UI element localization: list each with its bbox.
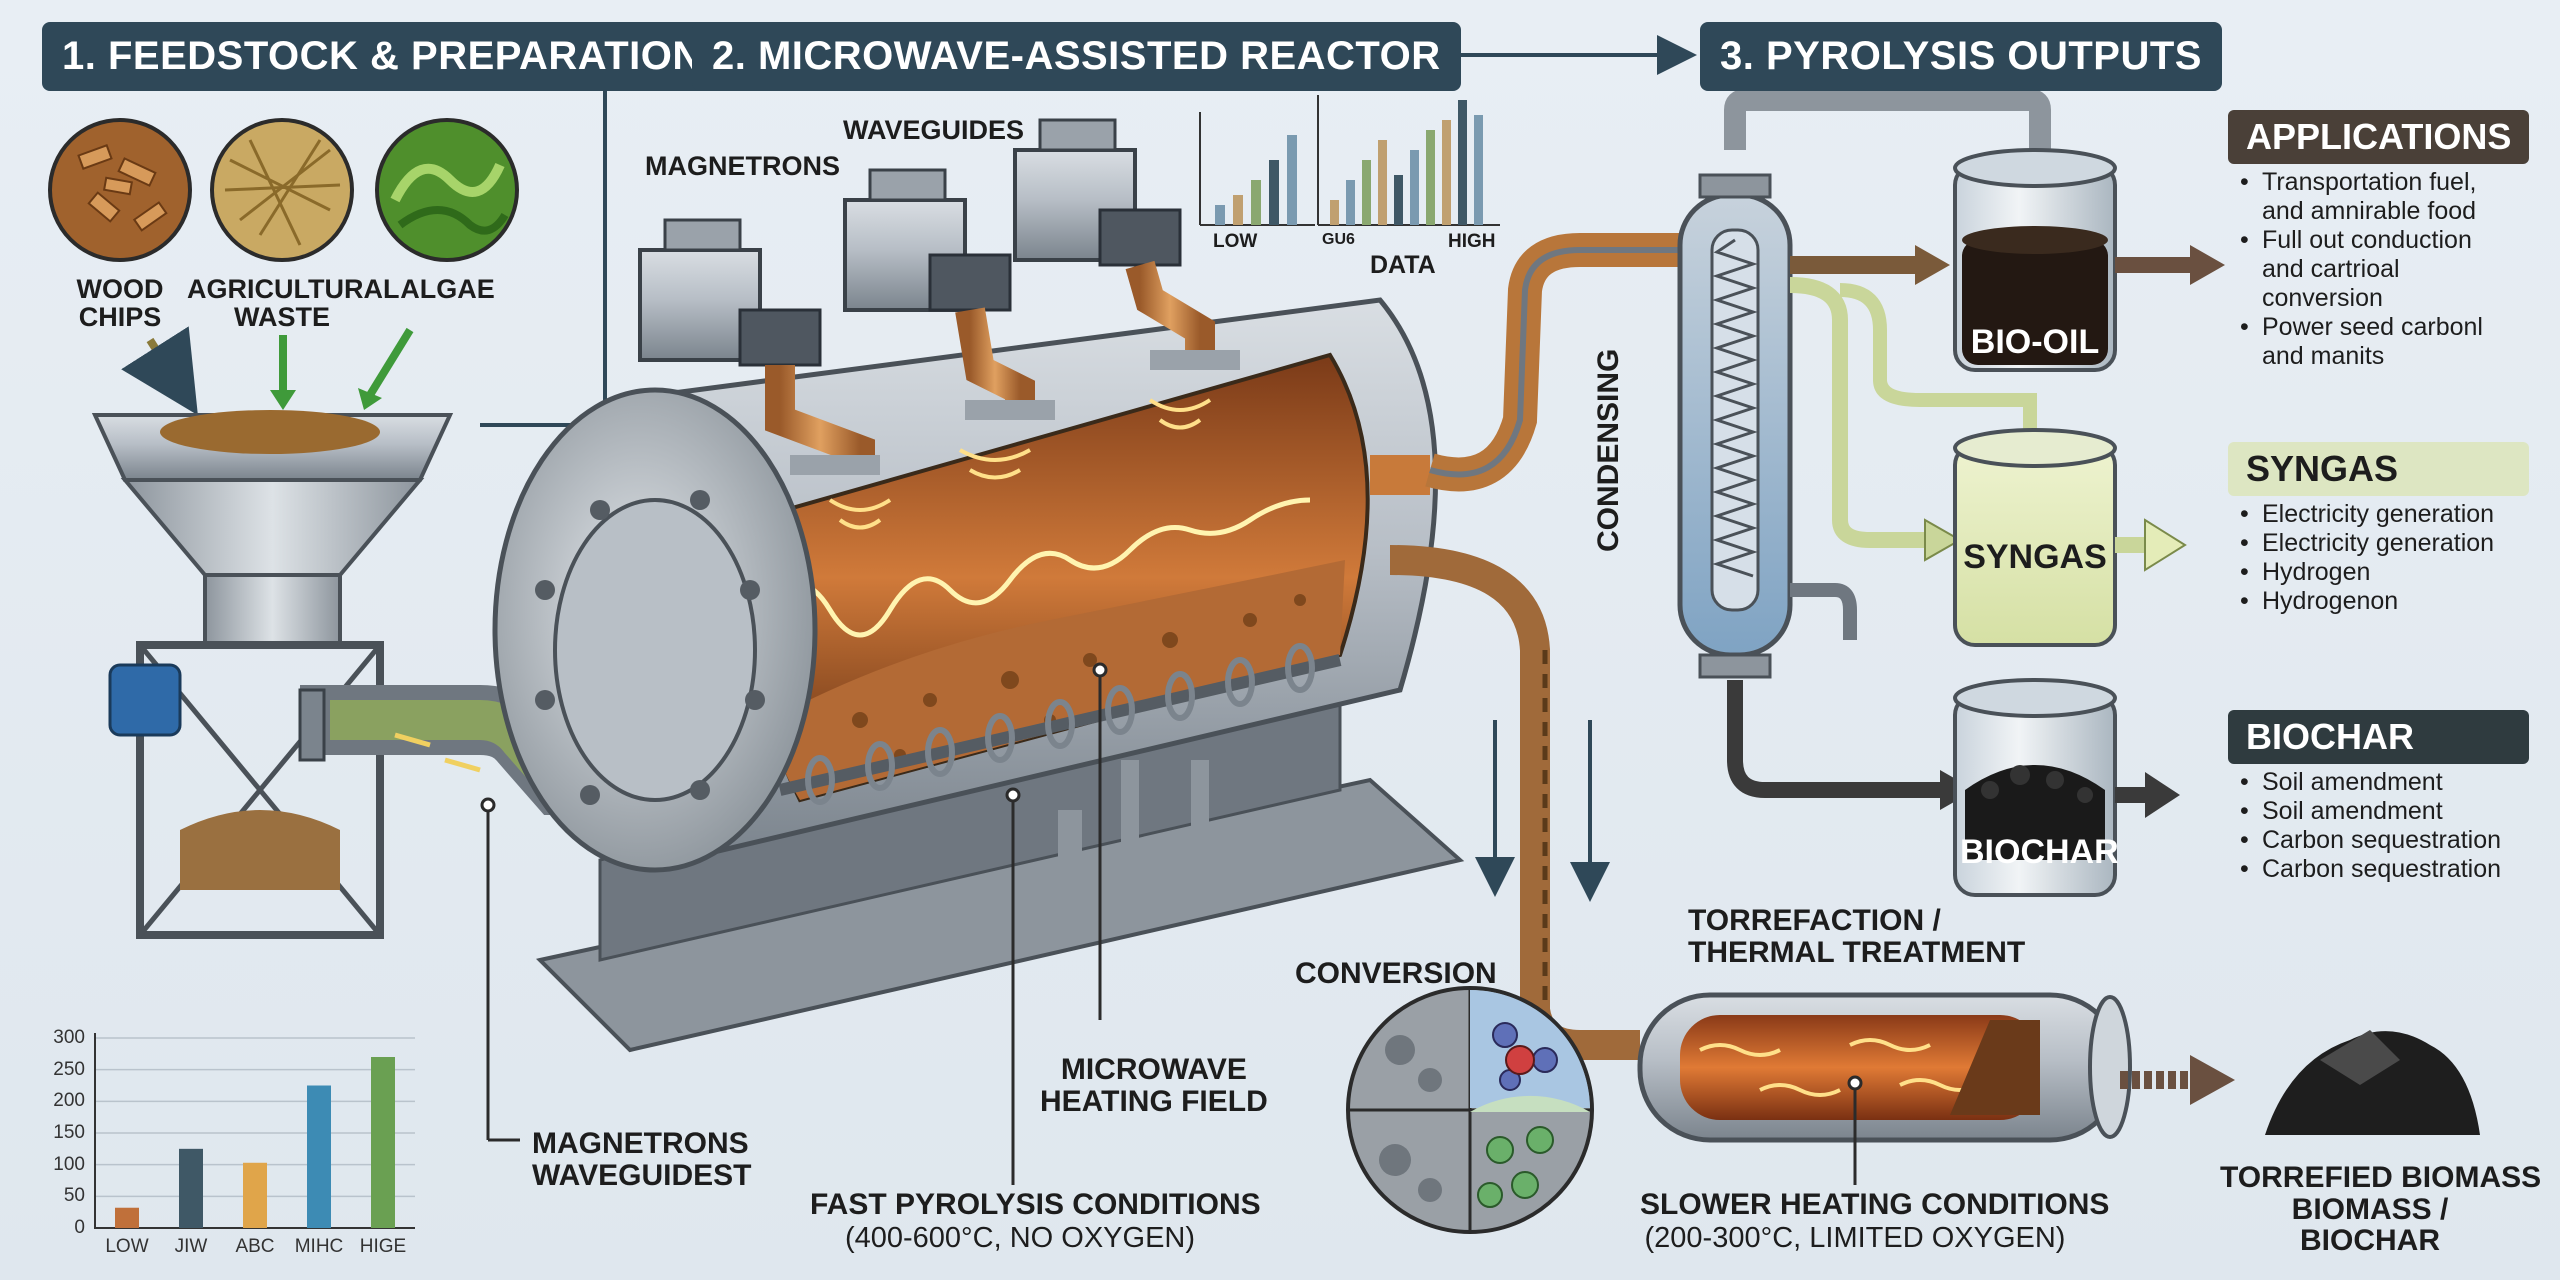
biochar-use-item: Carbon sequestration bbox=[2240, 826, 2540, 855]
magnetrons-waveguides-line1: MAGNETRONS bbox=[532, 1127, 749, 1160]
agricultural-waste-image bbox=[210, 118, 354, 262]
fast-pyrolysis-conditions: FAST PYROLYSIS CONDITIONS (400-600°C, NO… bbox=[810, 1188, 1261, 1255]
section-title-reactor: 2. MICROWAVE-ASSISTED REACTOR bbox=[692, 22, 1461, 91]
slower-heating-title: SLOWER HEATING CONDITIONS bbox=[1640, 1188, 2110, 1221]
mini-chart-label-mid: GU6 bbox=[1322, 231, 1355, 248]
applications-item: conversion bbox=[2262, 284, 2383, 312]
applications-title: APPLICATIONS bbox=[2228, 110, 2530, 164]
applications-list: Transportation fuel, and amnirable food … bbox=[2240, 168, 2540, 371]
bar-chart-x-tick: JIW bbox=[174, 1236, 208, 1257]
bar-chart-y-tick: 150 bbox=[53, 1122, 85, 1143]
biochar-uses-title: BIOCHAR bbox=[2228, 710, 2529, 764]
microwave-field-line1: MICROWAVE bbox=[1060, 1053, 1247, 1086]
slower-heating-detail: (200-300°C, LIMITED OXYGEN) bbox=[1644, 1222, 2066, 1254]
bar-chart-y-tick: 250 bbox=[53, 1058, 85, 1080]
condensing-label: CONDENSING bbox=[1592, 348, 1625, 552]
feed-hopper bbox=[91, 410, 454, 939]
applications-item: Power seed carbonl bbox=[2240, 313, 2540, 342]
applications-item: Transportation fuel, bbox=[2240, 168, 2540, 197]
mini-chart-top bbox=[1199, 95, 1500, 226]
microwave-field-line2: HEATING FIELD bbox=[1040, 1084, 1268, 1118]
bar-chart bbox=[94, 1033, 415, 1229]
magnetron-units bbox=[638, 118, 1240, 475]
biochar-jar bbox=[1953, 678, 2117, 897]
bar-chart-y-tick: 200 bbox=[53, 1090, 85, 1112]
torrefaction-kiln bbox=[1637, 992, 2235, 1143]
syngas-use-item: Electricity generation bbox=[2240, 529, 2540, 558]
bar-chart-x-tick: MIHC bbox=[294, 1236, 344, 1257]
conversion-micrograph bbox=[1346, 986, 1594, 1234]
bar-chart-x-tick: HIGE bbox=[359, 1236, 407, 1257]
bar-chart-y-tick: 50 bbox=[63, 1185, 85, 1207]
feedstock-label-algae: ALGAE bbox=[400, 274, 495, 304]
syngas-uses-list: Electricity generation Electricity gener… bbox=[2240, 500, 2540, 616]
applications-item: and manits bbox=[2262, 342, 2385, 370]
magnetrons-waveguides-callout: MAGNETRONS WAVEGUIDEST bbox=[532, 1128, 751, 1191]
waveguides-label: WAVEGUIDES bbox=[843, 115, 1025, 145]
torrefaction-title: TORREFACTION / THERMAL TREATMENT bbox=[1688, 905, 2025, 968]
syngas-use-item: Electricity generation bbox=[2240, 500, 2540, 529]
torrefied-biomass-label: TORREFIED BIOMASS BIOMASS / BIOCHAR bbox=[2220, 1162, 2541, 1257]
bar-chart-bar bbox=[179, 1148, 203, 1228]
fast-pyrolysis-title: FAST PYROLYSIS CONDITIONS bbox=[810, 1188, 1261, 1221]
mini-chart-label-high: HIGH bbox=[1448, 231, 1496, 252]
applications-item: Full out conduction bbox=[2240, 226, 2540, 255]
bar-chart-y-tick: 100 bbox=[53, 1153, 85, 1175]
condenser-column bbox=[1677, 89, 2051, 810]
syngas-use-item: Hydrogenon bbox=[2240, 587, 2540, 616]
biochar-label: BIOCHAR bbox=[1960, 833, 2119, 871]
biochar-use-item: Soil amendment bbox=[2240, 797, 2540, 826]
bar-chart-x-tick: LOW bbox=[105, 1236, 149, 1257]
syngas-uses-title: SYNGAS bbox=[2228, 442, 2529, 496]
wood-chips-image bbox=[48, 118, 192, 262]
biochar-use-item: Carbon sequestration bbox=[2240, 855, 2540, 884]
bar-chart-bar bbox=[243, 1162, 267, 1228]
magnetrons-label: MAGNETRONS bbox=[645, 151, 840, 181]
feedstock-label-agricultural-line1: AGRICULTURAL bbox=[187, 274, 400, 304]
slower-heating-conditions: SLOWER HEATING CONDITIONS (200-300°C, LI… bbox=[1640, 1188, 2110, 1255]
algae-image bbox=[375, 118, 519, 262]
magnetrons-waveguides-line2: WAVEGUIDEST bbox=[532, 1158, 752, 1192]
bar-chart-bar bbox=[115, 1207, 139, 1228]
conversion-label: CONVERSION bbox=[1295, 957, 1497, 990]
mini-chart-label-low: LOW bbox=[1213, 231, 1258, 252]
bar-chart-bar bbox=[371, 1057, 395, 1228]
bio-oil-label: BIO-OIL bbox=[1970, 323, 2100, 361]
torrefied-line1: TORREFIED BIOMASS bbox=[2220, 1161, 2542, 1194]
torrefied-line3: BIOCHAR bbox=[2300, 1224, 2440, 1257]
biochar-use-item: Soil amendment bbox=[2240, 768, 2540, 797]
torrefaction-title-line1: TORREFACTION / bbox=[1688, 904, 1941, 937]
section-title-feedstock: 1. FEEDSTOCK & PREPARATION bbox=[42, 22, 722, 91]
torrefied-line2: BIOMASS / bbox=[2291, 1192, 2449, 1226]
feedstock-label-wood-line2: CHIPS bbox=[78, 302, 162, 333]
feedstock-label-agricultural: AGRICULTURAL WASTE bbox=[187, 275, 399, 333]
applications-item: and cartrioal bbox=[2262, 255, 2400, 283]
applications-item: and amnirable food bbox=[2262, 197, 2477, 225]
torrefaction-title-line2: THERMAL TREATMENT bbox=[1688, 935, 2026, 969]
torrefied-biomass-pile bbox=[2265, 1030, 2480, 1135]
feedstock-label-wood-line1: WOOD bbox=[76, 274, 164, 304]
bar-chart-bar bbox=[307, 1085, 331, 1228]
bio-oil-jar bbox=[1953, 148, 2117, 372]
feedstock-label-wood: WOOD CHIPS bbox=[60, 275, 180, 332]
section-title-outputs: 3. PYROLYSIS OUTPUTS bbox=[1700, 22, 2222, 91]
feedstock-label-agricultural-line2: WASTE bbox=[233, 302, 330, 333]
bar-chart-y-tick: 300 bbox=[53, 1027, 85, 1048]
mini-chart-label-data: DATA bbox=[1370, 251, 1436, 279]
bar-chart-y-tick: 0 bbox=[74, 1217, 85, 1238]
fast-pyrolysis-detail: (400-600°C, NO OXYGEN) bbox=[844, 1222, 1196, 1254]
syngas-label: SYNGAS bbox=[1963, 538, 2107, 576]
biochar-uses-list: Soil amendment Soil amendment Carbon seq… bbox=[2240, 768, 2540, 884]
microwave-heating-field-callout: MICROWAVE HEATING FIELD bbox=[1040, 1054, 1268, 1117]
bar-chart-x-tick: ABC bbox=[235, 1236, 275, 1257]
syngas-use-item: Hydrogen bbox=[2240, 558, 2540, 587]
